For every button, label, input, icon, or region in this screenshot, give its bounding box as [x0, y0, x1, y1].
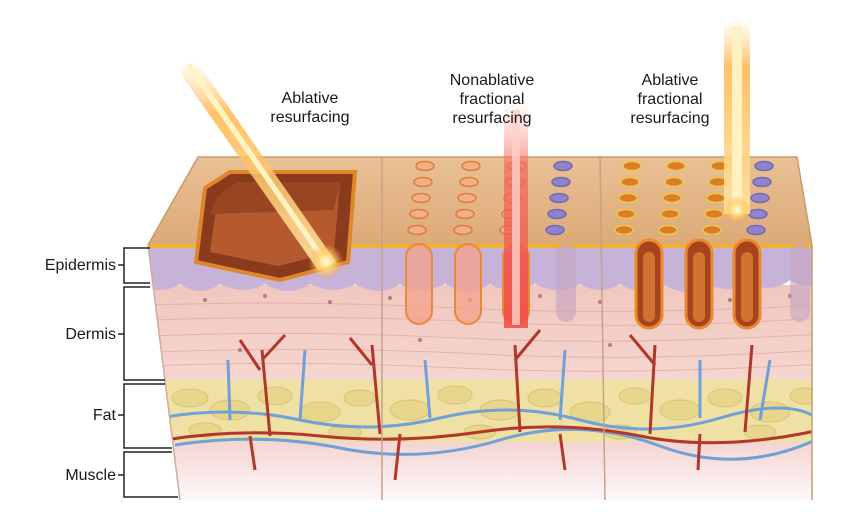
arteries [164, 329, 812, 481]
surface-spot [453, 224, 473, 236]
surface-spot [614, 224, 634, 236]
fat-label: Fat [92, 407, 116, 424]
surface-spot [754, 160, 774, 172]
surface-spot [704, 208, 724, 220]
ablative-fractional-resurfacing-label: Ablative fractional resurfacing [630, 72, 710, 127]
surface-spot [457, 192, 477, 204]
fat-bracket [118, 383, 172, 449]
muscle-layer [148, 440, 812, 500]
ablative-fractional-section [614, 18, 810, 330]
veins [159, 349, 812, 461]
ablative-resurfacing-section [178, 60, 358, 283]
surface-spot [411, 192, 431, 204]
epidermis-label: Epidermis [44, 257, 116, 274]
surface-spot [660, 208, 680, 220]
surface-spot [748, 208, 768, 220]
muscle-bracket [118, 451, 178, 498]
surface-spot [413, 176, 433, 188]
dermis-bracket [118, 286, 165, 381]
fat-globules [171, 385, 812, 440]
surface-spot [549, 192, 569, 204]
ablative-microchannels [634, 238, 810, 330]
surface-spot [461, 160, 481, 172]
epidermis-bracket [118, 247, 150, 284]
surface-spot [407, 224, 427, 236]
surface-spot [415, 160, 435, 172]
surface-spot [616, 208, 636, 220]
surface-spot [706, 192, 726, 204]
surface-spot [409, 208, 429, 220]
surface-spot [551, 176, 571, 188]
muscle-label: Muscle [65, 467, 116, 484]
surface-spot [752, 176, 772, 188]
layer-brackets [118, 247, 178, 498]
surface-spot [545, 224, 565, 236]
surface-spot [547, 208, 567, 220]
surface-spot [746, 224, 766, 236]
ablative-fractional-surface-spots [614, 160, 774, 236]
surface-spot [702, 224, 722, 236]
nonablative-fractional-resurfacing-label: Nonablative fractional resurfacing [449, 72, 535, 127]
surface-spot [664, 176, 684, 188]
surface-spot [750, 192, 770, 204]
surface-spot [620, 176, 640, 188]
surface-spot [459, 176, 479, 188]
surface-spot [618, 192, 638, 204]
surface-spot [666, 160, 686, 172]
surface-spot [622, 160, 642, 172]
dermis-layer [148, 285, 812, 380]
surface-spot [553, 160, 573, 172]
surface-spot [455, 208, 475, 220]
surface-spot [658, 224, 678, 236]
dermis-label: Dermis [65, 326, 116, 343]
nonablative-fractional-section [405, 100, 576, 328]
surface-spot [662, 192, 682, 204]
ablative-resurfacing-label: Ablative resurfacing [270, 90, 350, 126]
